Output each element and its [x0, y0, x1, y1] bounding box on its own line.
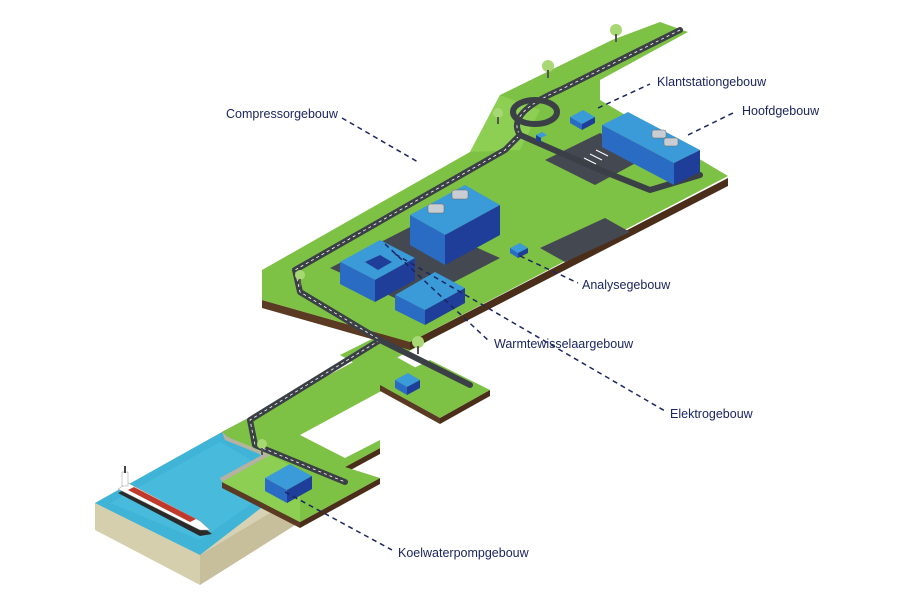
label-compressorgebouw: Compressorgebouw [226, 107, 339, 121]
tree-icon [257, 439, 267, 455]
customer-station-building [570, 110, 595, 130]
trees [257, 24, 622, 455]
main-building [602, 112, 700, 185]
tree-icon [412, 336, 424, 354]
small-building [536, 132, 547, 143]
lower-pier [220, 348, 420, 528]
ship-icon [117, 466, 212, 536]
label-elektrogebouw: Elektrogebouw [670, 407, 754, 421]
compressor-building [410, 185, 500, 265]
label-hoofdgebouw: Hoofdgebouw [742, 104, 820, 118]
roads [247, 27, 703, 485]
electro-building [395, 272, 465, 325]
tree-icon [295, 270, 305, 286]
label-koelwaterpompgebouw: Koelwaterpompgebouw [398, 546, 530, 560]
leader-elektro [394, 253, 666, 412]
leader-warmte [384, 243, 491, 343]
connector-building [395, 373, 420, 395]
leader-klantstation [597, 83, 651, 109]
heat-exchanger-building [340, 240, 415, 302]
label-klantstationgebouw: Klantstationgebouw [657, 75, 767, 89]
tree-icon [542, 60, 554, 78]
tree-icon [493, 108, 503, 124]
labels: Klantstationgebouw Hoofdgebouw Compresso… [226, 75, 820, 560]
label-analysegebouw: Analysegebouw [582, 278, 671, 292]
leader-analyse [519, 255, 579, 284]
leader-compressor [341, 117, 419, 163]
label-warmtewisselaargebouw: Warmtewisselaargebouw [494, 337, 634, 351]
leader-hoofd [687, 111, 736, 136]
leader-lines [284, 83, 736, 551]
tree-icon [610, 24, 622, 42]
leader-koelwater [284, 491, 393, 551]
